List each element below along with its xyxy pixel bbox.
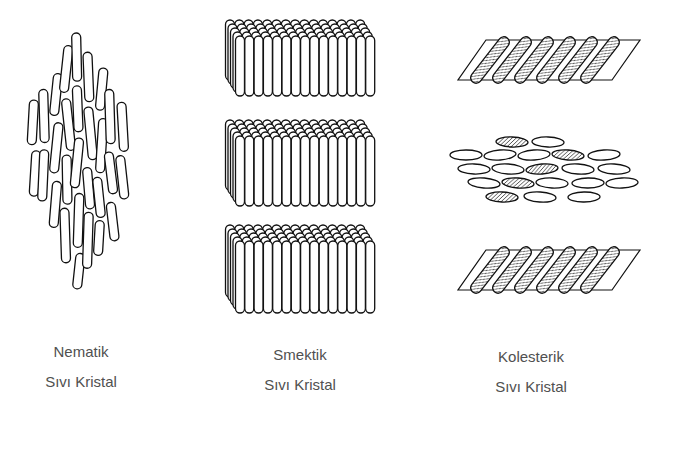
horizontal-rod xyxy=(468,177,501,190)
smectic-rod xyxy=(245,241,254,313)
smectic-rod xyxy=(273,241,282,313)
smectic-rod xyxy=(301,241,310,313)
nematic-rod xyxy=(73,193,84,247)
nematic-rod xyxy=(72,86,83,132)
horizontal-rod xyxy=(588,149,621,161)
smectic-rod xyxy=(245,136,254,206)
smectic-rod xyxy=(263,36,272,96)
horizontal-rod xyxy=(526,163,559,176)
smectic-rod xyxy=(236,36,245,96)
smectic-rod xyxy=(245,36,254,96)
nematic-rod xyxy=(72,33,82,81)
horizontal-rod xyxy=(552,149,585,161)
smectic-rod xyxy=(254,241,263,313)
horizontal-rod xyxy=(496,136,528,147)
smectic-rod xyxy=(310,241,319,313)
smectic-rod xyxy=(319,136,328,206)
smectic-rod xyxy=(319,36,328,96)
horizontal-rod xyxy=(532,136,564,147)
nematic-rod xyxy=(70,138,84,188)
smectic-rod xyxy=(263,136,272,206)
smectic-rod xyxy=(356,241,365,313)
smectic-rod xyxy=(329,36,338,96)
nematic-rod xyxy=(106,202,119,241)
smectic-rod xyxy=(301,36,310,96)
smectic-rod xyxy=(338,136,347,206)
nematic-rod xyxy=(115,155,129,199)
smectic-rod xyxy=(291,36,300,96)
horizontal-rod xyxy=(572,178,604,188)
smectic-rod xyxy=(282,136,291,206)
smectic-rod xyxy=(254,36,263,96)
smectic-rod xyxy=(282,241,291,313)
smectic-rod xyxy=(366,136,375,206)
phase-label: Kolesterik Sıvı Kristal xyxy=(492,342,570,402)
horizontal-rod xyxy=(524,191,557,203)
horizontal-rod xyxy=(518,149,551,161)
smectic-rod xyxy=(282,36,291,96)
horizontal-rod xyxy=(502,177,535,190)
nematic-rod xyxy=(117,102,129,151)
nematic-rod xyxy=(92,177,105,218)
nematic-rod xyxy=(105,89,116,143)
horizontal-rod xyxy=(568,192,600,203)
smectic-rod xyxy=(356,36,365,96)
smectic-rod xyxy=(356,136,365,206)
smectic-rod xyxy=(329,136,338,206)
smectic-rod xyxy=(291,241,300,313)
horizontal-rod xyxy=(484,149,517,162)
horizontal-rod xyxy=(492,163,525,175)
smectic-rod xyxy=(254,136,263,206)
nematic-rod xyxy=(60,208,71,263)
nematic-rod xyxy=(84,107,98,160)
phase-label: Nematik Sıvı Kristal xyxy=(42,337,120,397)
smectic-rod xyxy=(273,36,282,96)
tilted-rod xyxy=(578,245,621,296)
phase-label: Smektik Sıvı Kristal xyxy=(261,340,339,400)
horizontal-rod xyxy=(458,163,490,174)
smectic-rod xyxy=(273,136,282,206)
smectic-rod xyxy=(366,36,375,96)
nematic-rod xyxy=(39,89,50,142)
horizontal-rod xyxy=(598,163,631,175)
horizontal-rod xyxy=(606,177,638,188)
cholesteric-layers xyxy=(450,35,640,296)
smectic-rod xyxy=(347,36,356,96)
nematic-rod xyxy=(93,220,104,255)
smectic-rod xyxy=(338,36,347,96)
smectic-rod xyxy=(338,241,347,313)
horizontal-rod xyxy=(562,163,595,175)
nematic-rod xyxy=(49,122,63,173)
horizontal-rod xyxy=(450,150,482,160)
nematic-rod xyxy=(82,212,93,268)
smectic-rod xyxy=(347,241,356,313)
smectic-rod xyxy=(236,241,245,313)
smectic-rod xyxy=(319,241,328,313)
smectic-layers xyxy=(226,20,375,313)
nematic-rod xyxy=(83,52,94,102)
horizontal-rod xyxy=(536,177,568,188)
smectic-rod xyxy=(310,136,319,206)
tilted-rod xyxy=(578,35,621,86)
smectic-rod xyxy=(310,36,319,96)
smectic-rod xyxy=(366,241,375,313)
smectic-rod xyxy=(263,241,272,313)
smectic-rod xyxy=(347,136,356,206)
horizontal-rod xyxy=(486,191,518,202)
smectic-rod xyxy=(301,136,310,206)
smectic-rod xyxy=(329,241,338,313)
nematic-rod xyxy=(27,100,38,145)
smectic-rod xyxy=(291,136,300,206)
nematic-rods xyxy=(27,33,129,289)
nematic-rod xyxy=(38,150,49,202)
smectic-rod xyxy=(236,136,245,206)
nematic-rod xyxy=(59,45,73,93)
